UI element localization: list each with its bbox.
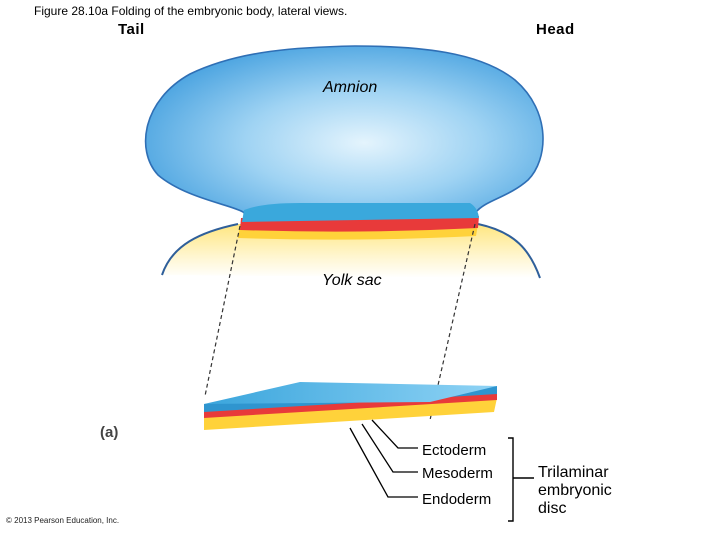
endoderm-label: Endoderm [422, 491, 492, 508]
mesoderm-label: Mesoderm [422, 465, 493, 482]
figure-title: Figure 28.10a Folding of the embryonic b… [34, 4, 348, 18]
leader-mesoderm [361, 423, 418, 473]
layers-bracket [508, 437, 514, 522]
leader-ectoderm [371, 419, 418, 449]
copyright-notice: © 2013 Pearson Education, Inc. [6, 516, 120, 525]
separated-disc-ectoderm-top [204, 382, 497, 404]
tail-label: Tail [118, 21, 145, 38]
panel-label: (a) [100, 424, 119, 441]
yolk-sac-outline [161, 223, 541, 279]
yolk-sac-label: Yolk sac [322, 272, 382, 289]
separated-disc-endoderm [204, 398, 497, 430]
amnion-label: Amnion [323, 79, 378, 96]
ectoderm-label: Ectoderm [422, 442, 487, 459]
projection-line-left [204, 225, 241, 397]
leader-endoderm [349, 427, 418, 498]
projection-line-right [429, 223, 476, 421]
trilaminar-disc-label: Trilaminar embryonic disc [538, 464, 612, 517]
disc-ectoderm [242, 203, 479, 222]
amnion [144, 45, 544, 223]
head-label: Head [536, 21, 575, 38]
